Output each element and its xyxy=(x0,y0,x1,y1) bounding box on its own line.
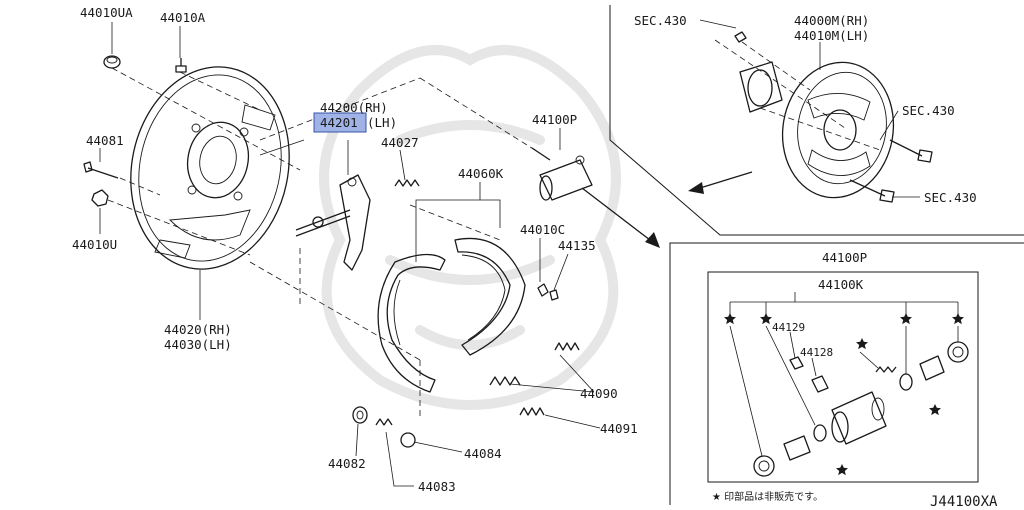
piston-left[interactable] xyxy=(783,435,811,461)
label-44135: 44135 xyxy=(558,238,596,253)
label-44091: 44091 xyxy=(600,421,638,436)
adjuster-lever-44010C[interactable] xyxy=(537,283,549,297)
note-not-sold: ★ 印部品は非販売です。 xyxy=(712,490,823,503)
label-44010C: 44010C xyxy=(520,222,565,237)
label-44200: 44200(RH) xyxy=(320,100,388,115)
label-44128: 44128 xyxy=(800,346,833,359)
label-sec430-right: SEC.430 xyxy=(902,103,955,118)
star-icon xyxy=(929,404,941,416)
star-icon xyxy=(724,313,736,325)
arrow-to-inset xyxy=(688,171,753,194)
spring-44091[interactable] xyxy=(519,407,545,416)
label-44100K: 44100K xyxy=(818,277,864,292)
hold-down-cup-44082[interactable] xyxy=(352,406,368,424)
stars xyxy=(724,313,964,476)
label-44090: 44090 xyxy=(580,386,618,401)
adjuster-assembly[interactable] xyxy=(295,174,371,271)
star-icon xyxy=(760,313,772,325)
bolt-44010A[interactable] xyxy=(175,58,187,73)
boot-right[interactable] xyxy=(947,341,969,363)
wheel-cylinder-inset-frame xyxy=(669,242,1024,505)
star-icon xyxy=(952,313,964,325)
piston-right[interactable] xyxy=(919,355,945,381)
cap-44010UA[interactable] xyxy=(103,55,121,69)
star-icon xyxy=(836,464,848,476)
label-44100P-inset: 44100P xyxy=(822,250,867,265)
drum-brake-assembly[interactable] xyxy=(772,53,904,206)
hold-down-spring-44083[interactable] xyxy=(375,418,393,426)
brake-shoe-rear[interactable] xyxy=(454,237,526,356)
label-44010M: 44010M(LH) xyxy=(794,28,869,43)
assembly-guide-lines xyxy=(107,67,536,420)
label-44082: 44082 xyxy=(328,456,366,471)
cylinder-body[interactable] xyxy=(831,391,887,445)
label-44010UA: 44010UA xyxy=(80,5,133,20)
label-sec430-bottom: SEC.430 xyxy=(924,190,977,205)
label-44201[interactable]: 44201 xyxy=(320,115,358,130)
vehicle-inset-frame xyxy=(609,5,1024,236)
nut-44010U[interactable] xyxy=(91,189,109,207)
highlight-44201 xyxy=(313,112,367,133)
label-44010A: 44010A xyxy=(160,10,206,25)
boot-left[interactable] xyxy=(753,455,775,477)
diagram-code: J44100XA xyxy=(930,494,998,510)
label-44000M: 44000M(RH) xyxy=(794,13,869,28)
spring-inner[interactable] xyxy=(875,366,897,373)
inset-dashed-lines xyxy=(714,39,881,151)
label-sec430-top: SEC.430 xyxy=(634,13,687,28)
label-44083: 44083 xyxy=(418,479,456,494)
label-44020: 44020(RH) xyxy=(164,322,232,337)
hub-flange[interactable] xyxy=(734,31,783,113)
label-44060K: 44060K xyxy=(458,166,504,181)
cylinder-detail-brackets xyxy=(729,292,959,318)
cup-right[interactable] xyxy=(899,373,913,391)
label-44129: 44129 xyxy=(772,321,805,334)
label-leaders xyxy=(99,19,920,487)
brake-shoe-front[interactable] xyxy=(377,253,446,393)
cup-left[interactable] xyxy=(813,424,827,442)
bleeder-cap-44129[interactable] xyxy=(789,356,804,370)
hold-down-pin-44084[interactable] xyxy=(400,432,416,448)
clip-44135[interactable] xyxy=(549,289,559,301)
wheel-cylinder-main[interactable] xyxy=(531,147,593,201)
bolt-44081[interactable] xyxy=(83,161,119,179)
bolt-sec430-bottom[interactable] xyxy=(849,179,895,203)
label-44081: 44081 xyxy=(86,133,124,148)
label-44084: 44084 xyxy=(464,446,502,461)
backing-plate[interactable] xyxy=(112,52,307,284)
bolt-sec430-right[interactable] xyxy=(889,139,933,163)
label-44010U: 44010U xyxy=(72,237,117,252)
star-icon xyxy=(856,338,868,350)
label-44100P-main: 44100P xyxy=(532,112,577,127)
label-44027: 44027 xyxy=(381,135,419,150)
bleeder-screw-44128[interactable] xyxy=(811,375,829,393)
star-icon xyxy=(900,313,912,325)
arrow-to-cylinder-detail xyxy=(581,187,660,248)
label-44030: 44030(LH) xyxy=(164,337,232,352)
label-44201-lh: (LH) xyxy=(367,115,397,130)
spring-44090[interactable] xyxy=(489,342,580,386)
spring-44027[interactable] xyxy=(394,179,420,187)
cylinder-detail-leaders xyxy=(729,325,959,457)
